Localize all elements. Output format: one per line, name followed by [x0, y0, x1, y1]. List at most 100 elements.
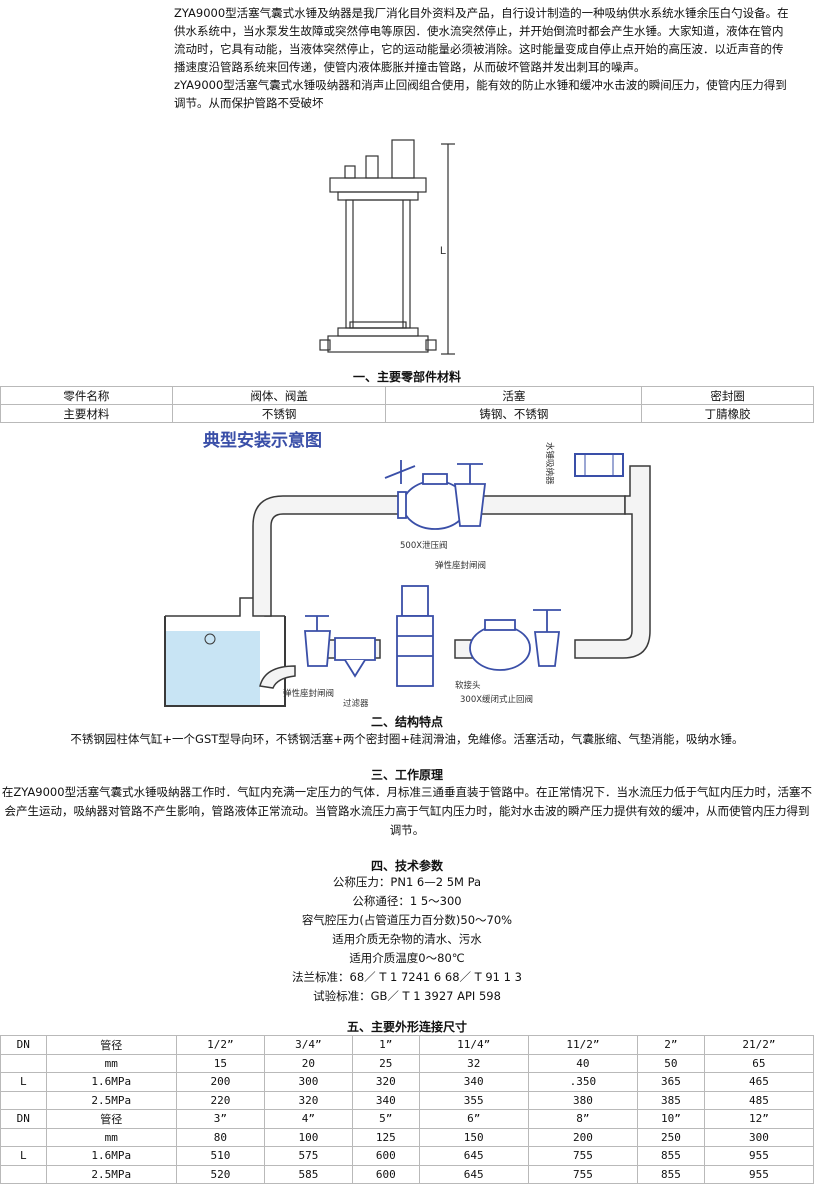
param-line: 公称通径：1 5～300 [352, 894, 462, 908]
table-cell: 2.5MPa [45, 1090, 177, 1110]
tech-params: 公称压力：PN1 6—2 5M Pa 公称通径：1 5～300 容气腔压力(占管… [0, 873, 814, 1006]
table-cell: 12” [703, 1109, 814, 1129]
table-cell [0, 1090, 47, 1110]
param-line: 适用介质温度0～80℃ [349, 951, 465, 965]
table-cell: 主要材料 [0, 404, 173, 423]
table-cell: L [0, 1146, 47, 1166]
table-cell: 855 [637, 1164, 705, 1184]
table-cell [0, 1053, 47, 1073]
table-cell: mm [45, 1053, 177, 1073]
table-cell: 不锈钢 [171, 404, 387, 423]
section4-title: 四、技术参数 [370, 859, 443, 873]
table-cell: 65 [703, 1053, 814, 1073]
absorber-drawing: L [319, 139, 455, 355]
table-row: 零件名称 阀体、阀盖 活塞 密封圈 [0, 386, 814, 405]
table-cell: 8” [527, 1109, 639, 1129]
gate-valve-bottom-symbol [304, 615, 331, 667]
table-cell: 355 [418, 1090, 529, 1110]
intro-paragraph-1: ZYA9000型活塞气囊式水锤及纳器是我厂消化目外资料及产品，自行设计制造的一种… [174, 6, 789, 74]
table-cell: 300 [263, 1072, 353, 1092]
section3-text: 在ZYA9000型活塞气囊式水锤吸納器工作时．气缸内充满一定压力的气体．月标准三… [1, 785, 813, 837]
table-cell: 5” [351, 1109, 420, 1129]
table-cell: 15 [175, 1053, 265, 1073]
table-cell: 465 [703, 1072, 814, 1092]
table-cell: 585 [263, 1164, 353, 1184]
table-cell: 645 [418, 1146, 529, 1166]
table-cell: 600 [351, 1146, 420, 1166]
table-cell: 645 [418, 1164, 529, 1184]
intro-text: ZYA9000型活塞气囊式水锤及纳器是我厂消化目外资料及产品，自行设计制造的一种… [174, 4, 792, 112]
table-cell: 100 [263, 1127, 353, 1147]
table-cell [0, 1127, 47, 1147]
table-cell: 755 [527, 1146, 639, 1166]
table-cell [0, 1164, 47, 1184]
section1-title: 一、主要零部件材料 [352, 370, 461, 384]
section5-title: 五、主要外形连接尺寸 [346, 1020, 467, 1034]
table-cell: DN [0, 1109, 47, 1129]
table-cell: 365 [637, 1072, 705, 1092]
table-cell: 11/2” [527, 1035, 639, 1055]
filter-symbol [334, 637, 376, 678]
table-cell: 4” [263, 1109, 353, 1129]
table-cell: 1” [351, 1035, 420, 1055]
table-cell: 1/2” [175, 1035, 265, 1055]
table-cell: 3” [175, 1109, 265, 1129]
table-cell: 3/4” [263, 1035, 353, 1055]
label-filter: 过滤器 [343, 698, 369, 709]
section2-title: 二、结构特点 [370, 715, 443, 729]
table-cell: 380 [527, 1090, 639, 1110]
table-cell: 320 [351, 1072, 420, 1092]
materials-table: 零件名称 阀体、阀盖 活塞 密封圈 主要材料 不锈钢 铸钢、不锈钢 丁腈橡胶 [0, 386, 814, 423]
param-line: 试验标准：GB／ T 1 3927 API 598 [313, 989, 501, 1003]
label-relief-valve: 500X泄压阀 [400, 540, 448, 551]
table-cell: 40 [527, 1053, 639, 1073]
table-cell: 340 [351, 1090, 420, 1110]
table-cell: 575 [263, 1146, 353, 1166]
label-absorber: 水锤吸纳器 [544, 442, 555, 485]
param-line: 法兰标准：68／ T 1 7241 6 68／ T 91 1 3 [292, 970, 522, 984]
table-cell: 2.5MPa [45, 1164, 177, 1184]
label-gate-valve-bottom: 弹性座封闸阀 [283, 688, 334, 699]
table-cell: 1.6MPa [45, 1146, 177, 1166]
table-cell: 管径 [45, 1109, 177, 1129]
label-gate-valve-top: 弹性座封闸阀 [435, 560, 486, 571]
table-cell: 955 [703, 1146, 814, 1166]
table-cell: 250 [637, 1127, 705, 1147]
table-cell: 955 [703, 1164, 814, 1184]
table-cell: 755 [527, 1164, 639, 1184]
table-row: 主要材料 不锈钢 铸钢、不锈钢 丁腈橡胶 [0, 404, 814, 423]
table-cell: 零件名称 [0, 386, 173, 405]
table-cell: 32 [418, 1053, 529, 1073]
table-cell: 活塞 [385, 386, 643, 405]
table-cell: 11/4” [418, 1035, 529, 1055]
param-line: 公称压力：PN1 6—2 5M Pa [332, 875, 482, 889]
table-cell: 6” [418, 1109, 529, 1129]
table-cell: 铸钢、不锈钢 [385, 404, 643, 423]
dimension-l-label: L [440, 245, 446, 257]
table-cell: 150 [418, 1127, 529, 1147]
table-cell: 320 [263, 1090, 353, 1110]
label-check-valve: 300X缓闭式止回阀 [460, 694, 533, 705]
table-cell: 1.6MPa [45, 1072, 177, 1092]
table-cell: 50 [637, 1053, 705, 1073]
table-cell: 520 [175, 1164, 265, 1184]
table-cell: 125 [351, 1127, 420, 1147]
table-cell: 510 [175, 1146, 265, 1166]
table-cell: 855 [637, 1146, 705, 1166]
absorber-symbol [574, 453, 624, 477]
table-cell: 阀体、阀盖 [171, 386, 387, 405]
table-cell: 200 [175, 1072, 265, 1092]
pump-symbol [396, 585, 434, 687]
table-cell: 10” [637, 1109, 705, 1129]
intro-paragraph-2: zYA9000型活塞气囊式水锤吸纳器和消声止回阀组合使用，能有效的防止水锤和缓冲… [174, 78, 787, 110]
table-cell: 2” [637, 1035, 705, 1055]
table-cell: 200 [527, 1127, 639, 1147]
section3-title: 三、工作原理 [370, 768, 443, 782]
table-cell: 管径 [45, 1035, 177, 1055]
diagram-title: 典型安装示意图 [203, 430, 322, 451]
